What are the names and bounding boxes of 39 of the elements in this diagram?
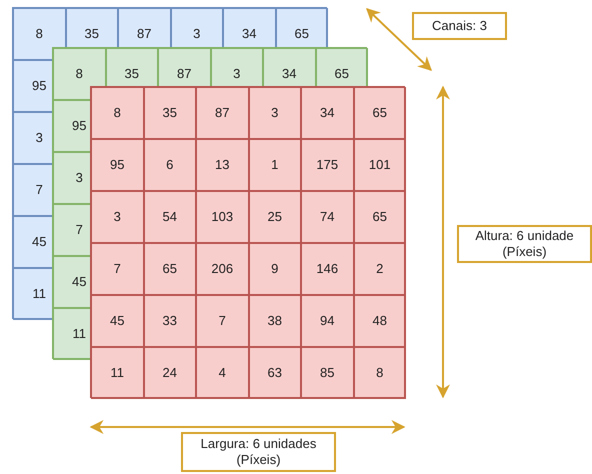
matrix-cell: 45 [91, 295, 144, 347]
matrix-cell: 87 [196, 87, 248, 139]
matrix-cell: 94 [301, 295, 354, 347]
matrix-cell: 35 [144, 87, 196, 139]
matrix-cell: 3 [248, 87, 301, 139]
matrix-cell: 63 [248, 347, 301, 399]
matrix-cell: 146 [301, 243, 354, 295]
matrix-cell: 206 [196, 243, 248, 295]
matrix-cell: 85 [301, 347, 354, 399]
matrix-cell: 34 [301, 87, 354, 139]
matrix-cell: 7 [196, 295, 248, 347]
matrix-cell: 101 [354, 139, 406, 191]
matrix-cell: 6 [144, 139, 196, 191]
dimension-label: Canais: 3 [412, 12, 507, 40]
matrix-cell: 8 [91, 87, 144, 139]
matrix-cell: 65 [354, 191, 406, 243]
matrix-cell: 33 [144, 295, 196, 347]
matrix-cell: 11 [91, 347, 144, 399]
matrix-cell: 38 [248, 295, 301, 347]
matrix-cell: 175 [301, 139, 354, 191]
matrix-cell: 25 [248, 191, 301, 243]
matrix-cell: 103 [196, 191, 248, 243]
matrix-cell: 8 [354, 347, 406, 399]
matrix-cell: 13 [196, 139, 248, 191]
matrix-cell: 4 [196, 347, 248, 399]
matrix-cell: 2 [354, 243, 406, 295]
matrix-cell: 65 [144, 243, 196, 295]
matrix-cell: 74 [301, 191, 354, 243]
matrix-cell: 3 [91, 191, 144, 243]
dimension-label: Largura: 6 unidades (Píxeis) [181, 432, 336, 472]
matrix-cell: 24 [144, 347, 196, 399]
dimension-label: Altura: 6 unidade (Píxeis) [457, 225, 592, 263]
matrix-cell: 65 [354, 87, 406, 139]
matrix-cell: 48 [354, 295, 406, 347]
matrix-cell: 1 [248, 139, 301, 191]
matrix-cell: 7 [91, 243, 144, 295]
matrix-cell: 95 [91, 139, 144, 191]
matrix-cell: 54 [144, 191, 196, 243]
matrix-cell: 9 [248, 243, 301, 295]
